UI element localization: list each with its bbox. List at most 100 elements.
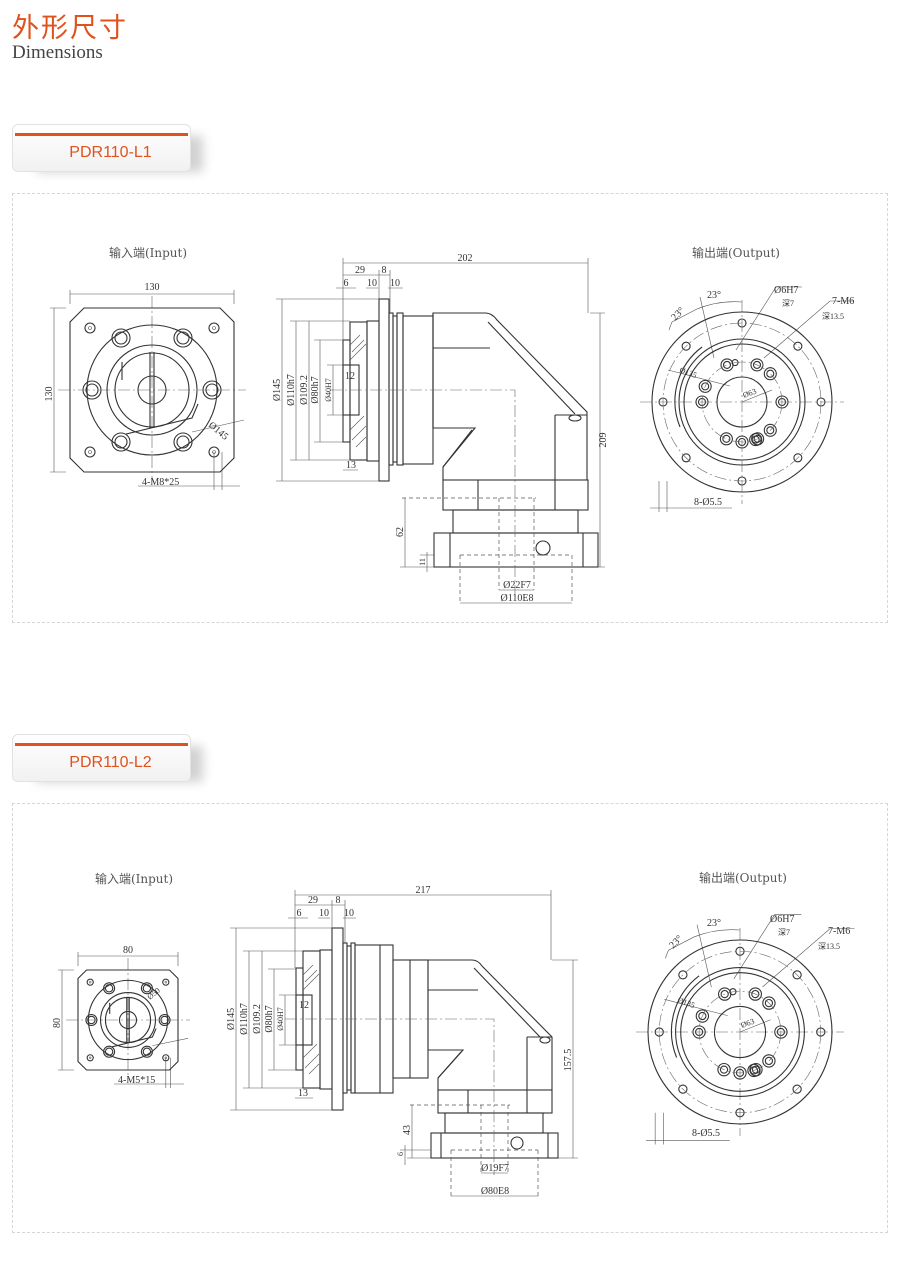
dim-flange-thickness: 6 [396, 1152, 405, 1156]
page-title-english: Dimensions [12, 42, 103, 63]
dim-dia-80: Ø80h7 [264, 1005, 275, 1032]
corner-hole-center [88, 1056, 92, 1060]
bolt-counterbore [173, 328, 193, 348]
input-view-l2: 输入端(Input) 80 80 Ø50 4-M5*15 [52, 871, 190, 1088]
model-name: PDR110-L2 [69, 754, 152, 771]
dim-angle-2: 23° [667, 933, 685, 951]
output-bore [713, 1005, 767, 1059]
dim-angle-1: 23° [707, 290, 721, 301]
arc [674, 346, 703, 428]
corner-hole [162, 1054, 170, 1062]
dim-spigot: Ø110E8 [501, 593, 534, 604]
bolt-circle [701, 361, 783, 443]
dim-pin: Ø6H7 [770, 914, 794, 925]
dim-thread: 7-M6 [832, 296, 854, 307]
dim-10a: 10 [319, 908, 329, 919]
dim-dia-110: Ø110h7 [239, 1003, 250, 1035]
dimension-lines [650, 286, 854, 512]
threaded-hole-outer [698, 379, 712, 393]
threaded-hole-outer [717, 1062, 731, 1077]
dim-pin: Ø6H7 [774, 285, 798, 296]
mounting-hole [793, 341, 803, 351]
dim-spigot: Ø80E8 [481, 1186, 509, 1197]
dim-pilot: Ø145 [206, 420, 230, 443]
mounting-hole [792, 970, 802, 980]
ring [104, 996, 152, 1044]
corner-hole-center [164, 980, 168, 984]
mounting-hole [681, 453, 691, 463]
dim-thread-depth: 深13.5 [822, 312, 844, 321]
dim-12: 12 [345, 371, 355, 382]
dim-8: 8 [382, 265, 387, 276]
input-view-label: 输入端(Input) [95, 871, 173, 886]
corner-hole-center [88, 450, 92, 454]
model-tab-l1: PDR110-L1 [12, 124, 191, 172]
dim-height: 157.5 [563, 1049, 574, 1072]
threaded-hole-inner [766, 426, 775, 435]
dim-bore: Ø63 [742, 387, 758, 400]
bolt-hole [114, 435, 128, 449]
model-tab-l2: PDR110-L2 [12, 734, 191, 782]
corner-hole [208, 446, 220, 458]
bolt-counterbore [111, 328, 131, 348]
dim-holes: 8-Ø5.5 [694, 497, 722, 508]
clamp-slot [121, 352, 199, 435]
ring [675, 967, 805, 1097]
dim-holes: 8-Ø5.5 [692, 1128, 720, 1139]
tab-accent-bar [15, 133, 188, 136]
output-view-l2: 输出端(Output) 23° 23° Ø6H7 深7 7-M6 深13.5 Ø… [636, 870, 855, 1145]
dim-29: 29 [308, 895, 318, 906]
tab-accent-bar [15, 743, 188, 746]
mounting-plate [69, 307, 235, 473]
corner-hole [86, 1054, 94, 1062]
bolt-counterbore [111, 432, 131, 452]
dim-dia-109: Ø109.2 [299, 375, 310, 405]
mounting-hole [793, 453, 803, 463]
ring [86, 324, 218, 456]
dim-thread: 4-M8*25 [142, 477, 179, 488]
centerline [636, 928, 844, 1136]
ring [114, 352, 190, 428]
threaded-hole-inner [749, 1066, 759, 1075]
dim-total-length: 217 [416, 885, 431, 896]
ring [651, 311, 833, 493]
corner-hole-center [212, 326, 216, 330]
threaded-hole-outer [762, 996, 776, 1010]
dim-flange-thickness: 11 [418, 558, 427, 566]
threaded-hole-inner [701, 382, 710, 391]
drawing-panel-l2 [12, 803, 888, 1233]
dim-pin-depth: 深7 [778, 928, 790, 937]
bolt-counterbore [173, 432, 193, 452]
mounting-hole [792, 1084, 802, 1094]
side-view-l2: 217 29 8 6 10 10 13 12 Ø145 Ø110h7 Ø109.… [226, 885, 578, 1197]
dim-total-length: 202 [458, 253, 473, 264]
model-name: PDR110-L1 [69, 144, 152, 161]
threaded-hole-outer [749, 433, 763, 447]
threaded-hole-outer [750, 358, 764, 372]
threaded-hole-outer [695, 1009, 710, 1023]
dim-neck: 43 [402, 1125, 413, 1135]
threaded-hole-outer [763, 367, 777, 381]
dim-bore: Ø63 [740, 1017, 756, 1030]
bolt-hole [176, 435, 190, 449]
dim-neck: 62 [395, 527, 406, 537]
dim-angle-2: 23° [669, 305, 687, 323]
dim-dia-40: Ø40H7 [276, 1007, 285, 1031]
input-view-l1: 输入端(Input) 130 130 Ø145 4-M8*25 [44, 245, 246, 490]
threaded-hole-inner [766, 369, 775, 378]
mounting-plate [77, 969, 179, 1071]
threaded-hole-outer [763, 423, 777, 437]
output-view-label: 输出端(Output) [692, 245, 780, 260]
threaded-hole-inner [698, 1011, 707, 1021]
mounting-hole [678, 970, 688, 980]
dimension-lines [58, 952, 189, 1088]
ring [683, 343, 801, 461]
threaded-hole-inner [719, 1065, 729, 1074]
shaft-bore [137, 375, 167, 405]
dim-pilot: Ø50 [146, 986, 162, 1002]
ring [100, 992, 156, 1048]
threaded-hole-inner [722, 360, 732, 369]
threaded-hole-inner [751, 989, 760, 999]
output-bore [716, 376, 768, 428]
